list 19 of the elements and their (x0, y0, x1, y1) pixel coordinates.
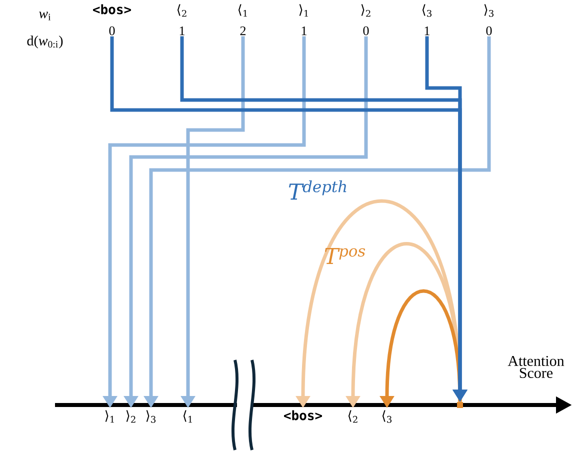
row-label: d(w$_{0:i}$) (27, 36, 63, 48)
axis-token-label: ⟩$_{1}$ (105, 410, 114, 423)
axis-token-label: ⟨$_{2}$ (348, 410, 358, 423)
token-column-header: ⟩$_{1}$ 1 (299, 4, 308, 36)
axis-token-label: <bos> (284, 410, 322, 420)
axis-token-label: ⟨$_{3}$ (382, 410, 392, 423)
axis-token-label: ⟨$_{1}$ (183, 410, 192, 423)
token-column-header: ⟩$_{3}$ 0 (484, 4, 494, 36)
math-label: T$^{pos}$ (324, 248, 366, 264)
token-column-header: ⟨$_{2}$ 1 (177, 4, 186, 36)
axis-token-label: ⟩$_{2}$ (126, 410, 136, 423)
math-label: T$^{depth}$ (288, 180, 346, 200)
token-column-header: <bos> 0 (93, 4, 131, 36)
axis-token-label: ⟩$_{3}$ (146, 410, 156, 423)
token-column-header: ⟨$_{1}$ 2 (238, 4, 247, 36)
axis-label: Attention Score (508, 356, 564, 378)
row-label: w$_{i}$ (39, 12, 51, 20)
token-column-header: ⟩$_{2}$ 0 (361, 4, 370, 36)
token-column-header: ⟨$_{3}$ 1 (422, 4, 432, 36)
